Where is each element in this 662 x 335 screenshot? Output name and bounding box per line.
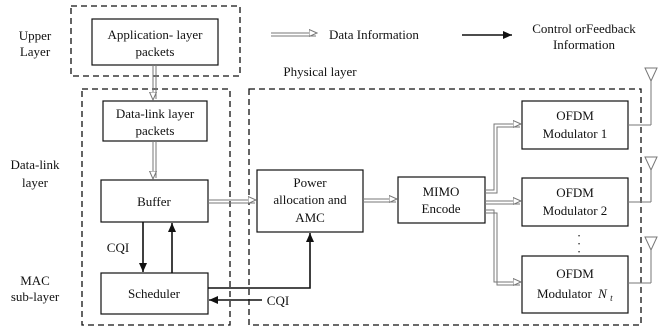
legend: Data Information Control orFeedback Info… <box>271 21 636 52</box>
ofdm-modulator-2-box <box>521 177 629 227</box>
ofdm-modulator-2-label-line2: Modulator 2 <box>543 203 608 218</box>
scheduler-box <box>100 272 209 315</box>
control-feedback-legend-label-line2: Information <box>553 37 616 52</box>
scheduler-label: Scheduler <box>128 286 181 301</box>
mimo-encode-label-line2: Encode <box>422 201 461 216</box>
arrow-mimo-to-ofdmnt <box>485 209 521 282</box>
data-link-layer-packets-label-line2: packets <box>136 123 175 138</box>
data-link-layer-packets-label-line1: Data-link layer <box>116 106 195 121</box>
ofdm-modulator-nt-label-line2: Modulator N t <box>537 286 613 303</box>
ofdm-modulator-1-box <box>521 100 629 150</box>
arrow-mimo-to-ofdm1 <box>485 124 521 191</box>
power-allocation-amc-box <box>256 169 364 233</box>
ofdm-modulator-nt-word: Modulator <box>537 286 593 301</box>
control-arrows <box>139 222 314 304</box>
power-allocation-amc-label-line3: AMC <box>295 210 325 225</box>
data-arrows <box>153 65 651 285</box>
mimo-encode-box <box>397 176 486 224</box>
control-feedback-legend-label-line1: Control orFeedback <box>532 21 636 36</box>
application-layer-packets-label-line1: Application- layer <box>108 27 204 42</box>
ofdm-modulator-1-label-line1: OFDM <box>556 108 594 123</box>
physical-layer-label: Physical layer <box>283 64 357 79</box>
application-layer-packets-box <box>91 18 219 66</box>
buffer-label: Buffer <box>137 194 171 209</box>
upper-layer-label-line1: Upper <box>19 28 52 43</box>
mimo-encode-label-line1: MIMO <box>423 184 460 199</box>
ofdm-modulator-2-label-line1: OFDM <box>556 185 594 200</box>
ofdm-modulator-nt-n: N <box>597 286 608 301</box>
mac-sub-layer-label-line1: MAC <box>20 273 50 288</box>
ofdm-ellipsis-dot-3: · <box>577 244 581 259</box>
arrow-scheduler-to-power <box>208 233 314 289</box>
arrow-mimo-to-ofdm1-2 <box>485 126 520 194</box>
arrow-mimo-to-ofdmnt-2 <box>485 212 520 286</box>
cqi-left-label: CQI <box>107 240 129 255</box>
antenna-2-icon <box>644 156 658 202</box>
ofdm-modulator-1-label-line2: Modulator 1 <box>543 126 608 141</box>
ofdm-ellipsis-dot-2: · <box>577 236 581 251</box>
buffer-box <box>100 179 209 223</box>
data-information-legend-label: Data Information <box>329 27 419 42</box>
ofdm-ellipsis-dot-1: · <box>577 228 581 243</box>
ofdm-modulator-nt-t: t <box>610 293 613 303</box>
data-link-layer-packets-box <box>102 100 208 142</box>
ofdm-modulator-nt-box <box>521 255 629 314</box>
upper-layer-label-line2: Layer <box>20 44 51 59</box>
power-allocation-amc-label-line1: Power <box>293 175 327 190</box>
physical-layer-region <box>248 88 642 326</box>
power-allocation-amc-label-line2: allocation and <box>273 192 347 207</box>
ofdm-modulator-nt-label-line1: OFDM <box>556 266 594 281</box>
mac-sub-layer-label-line2: sub-layer <box>11 289 60 304</box>
data-link-layer-label-line1: Data-link <box>10 157 60 172</box>
data-link-layer-label-line2: layer <box>22 175 49 190</box>
antenna-nt-icon <box>644 236 658 283</box>
antenna-icons <box>644 67 658 283</box>
cqi-bottom-label: CQI <box>267 293 289 308</box>
antenna-1-icon <box>644 67 658 125</box>
application-layer-packets-label-line2: packets <box>136 44 175 59</box>
